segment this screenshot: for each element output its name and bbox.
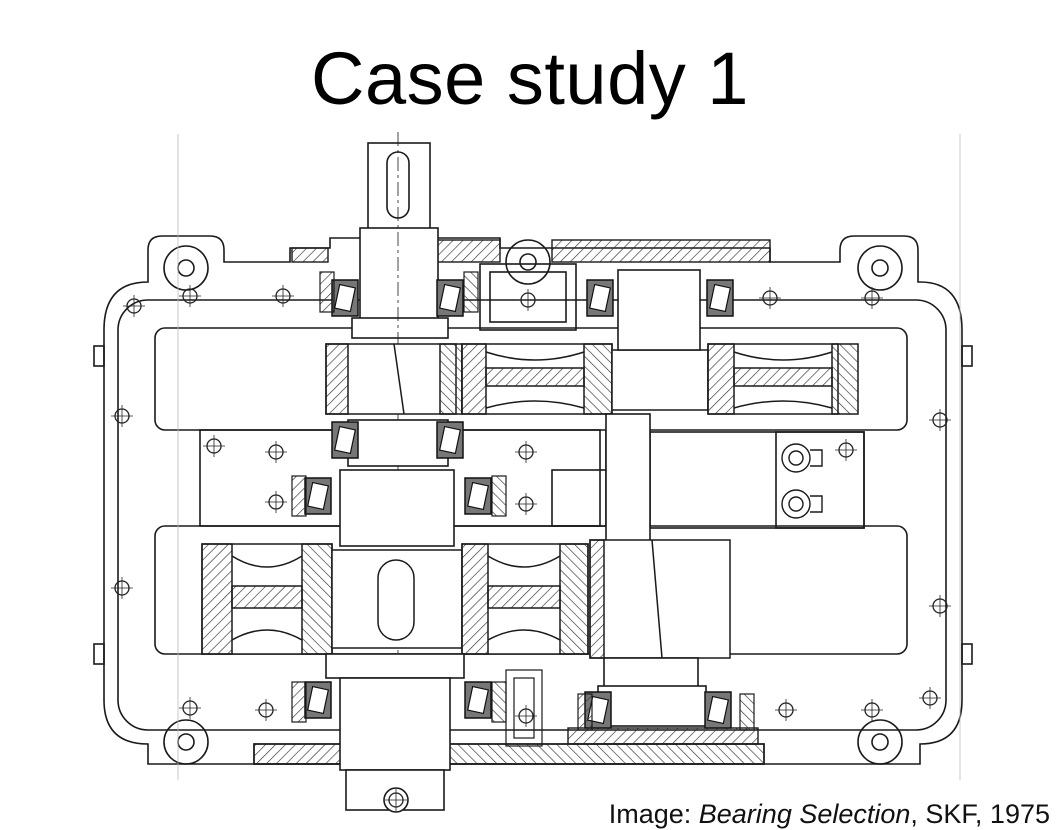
housing-outline: [93, 235, 973, 765]
cover-bolts: [781, 443, 823, 519]
caption-suffix: , SKF, 1975: [910, 799, 1050, 829]
caption-source-title: Bearing Selection: [698, 799, 911, 829]
lower-gears: [201, 539, 731, 659]
top-pinion: [325, 343, 463, 415]
slide-title: Case study 1: [311, 37, 749, 120]
intermediate-shaft: [339, 269, 701, 547]
output-shaft: [325, 653, 707, 813]
seals: [291, 271, 755, 747]
frame-lines: [177, 134, 961, 780]
image-caption: Image: Bearing Selection, SKF, 1975: [604, 799, 1050, 830]
input-shaft: [351, 142, 449, 339]
top-gear-wheel: [461, 343, 859, 415]
caption-prefix: Image:: [608, 799, 699, 829]
hatched-sections: [253, 239, 771, 765]
